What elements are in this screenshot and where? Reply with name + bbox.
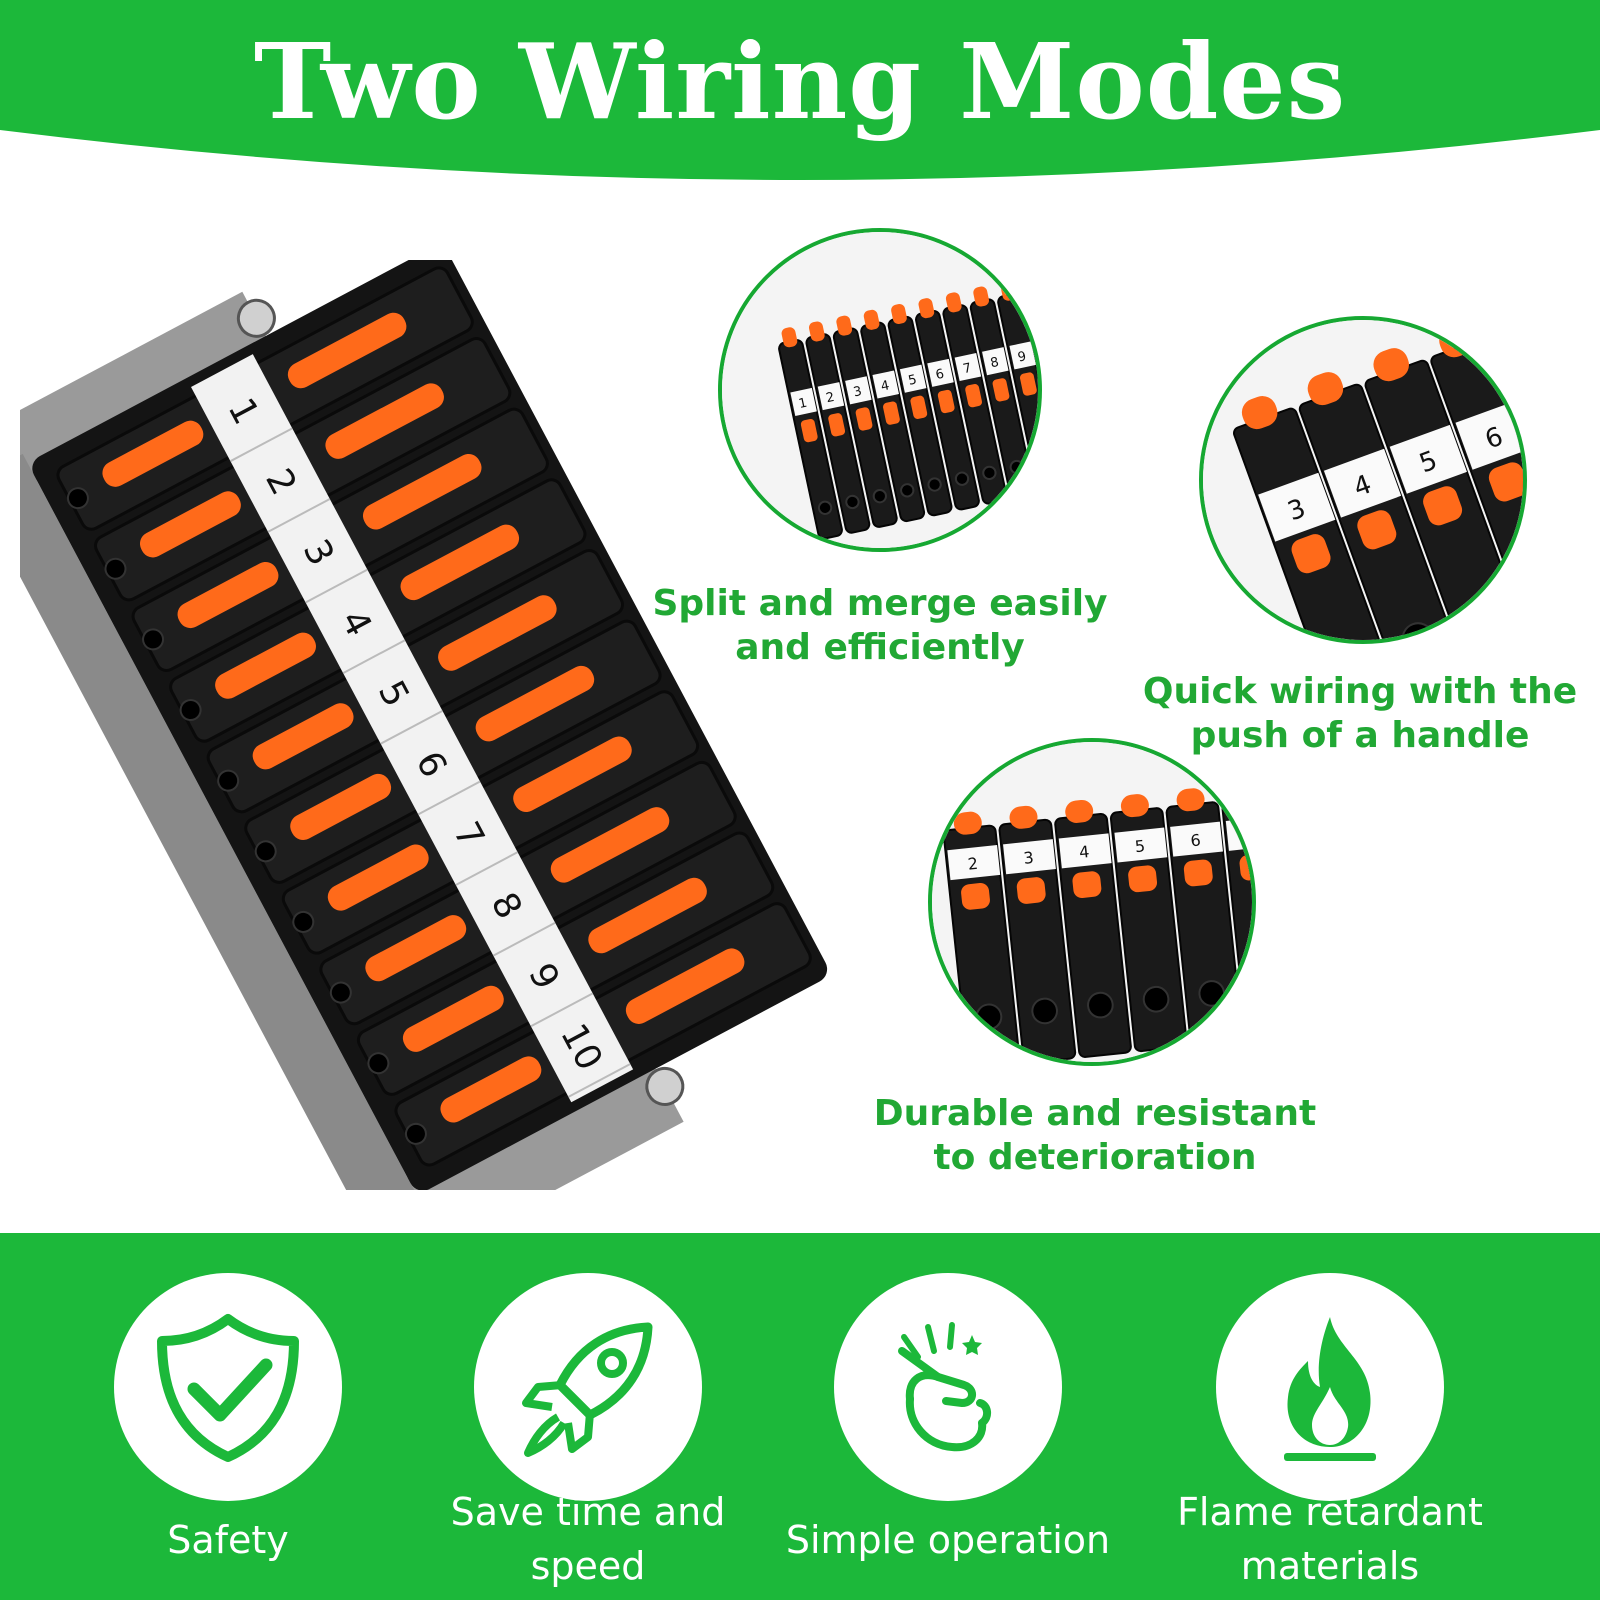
feature-circle bbox=[114, 1273, 342, 1501]
detail-circle-durable: 2 3 4 5 6 7 bbox=[928, 738, 1256, 1066]
terminal-label: 9 bbox=[1016, 349, 1027, 365]
flame-icon bbox=[1284, 1317, 1376, 1461]
lever-right bbox=[625, 948, 745, 1024]
header-banner: Two Wiring Modes bbox=[0, 0, 1600, 190]
terminal-label: 3 bbox=[1023, 848, 1035, 868]
lever-right bbox=[588, 877, 707, 954]
caption-quick-wiring: Quick wiring with the push of a handle bbox=[1142, 671, 1578, 756]
terminal-label: 8 bbox=[989, 355, 1000, 371]
rocket-icon bbox=[522, 1322, 653, 1457]
terminal-label: 6 bbox=[1190, 830, 1202, 850]
lever-right bbox=[362, 453, 482, 530]
terminal-label: 5 bbox=[1134, 836, 1146, 856]
terminal-label: 4 bbox=[1078, 842, 1090, 862]
lever-right bbox=[400, 524, 520, 601]
terminal-label: 2 bbox=[967, 854, 979, 874]
lever-left bbox=[177, 561, 279, 629]
caption-durable: Durable and resistant to deterioration bbox=[873, 1093, 1317, 1178]
lever-right bbox=[325, 383, 444, 459]
terminal-label: 1 bbox=[797, 396, 808, 412]
feature-circle bbox=[474, 1273, 702, 1501]
lever-right bbox=[438, 595, 557, 671]
terminal-label: 7 bbox=[962, 361, 973, 377]
lever-right bbox=[475, 665, 595, 742]
terminal-label: 3 bbox=[852, 384, 863, 400]
lever-left bbox=[327, 844, 429, 911]
lever-right bbox=[513, 736, 632, 813]
hand-snap-icon bbox=[898, 1322, 991, 1452]
lever-right bbox=[550, 807, 670, 883]
lever-left bbox=[102, 420, 204, 487]
terminal-label: 7 bbox=[1245, 825, 1252, 845]
features-bar: Safety Save time and speed bbox=[0, 1233, 1600, 1600]
feature-label: Simple operation bbox=[785, 1518, 1111, 1562]
shield-check-icon bbox=[157, 1314, 299, 1462]
lever-left bbox=[440, 1056, 542, 1123]
lever-left bbox=[215, 632, 316, 699]
page-title: Two Wiring Modes bbox=[253, 20, 1347, 143]
feature-circle bbox=[834, 1273, 1062, 1501]
feature-circle bbox=[1216, 1273, 1444, 1501]
feature-label: Save time and speed bbox=[450, 1490, 726, 1588]
feature-label: Flame retardant materials bbox=[1177, 1490, 1483, 1588]
terminal-label: 6 bbox=[934, 367, 945, 383]
lever-left bbox=[290, 773, 392, 840]
feature-label: Safety bbox=[167, 1518, 289, 1562]
lever-left bbox=[402, 985, 504, 1052]
header-curve-shape bbox=[0, 0, 1600, 180]
lever-right bbox=[287, 312, 407, 389]
terminal-label: 5 bbox=[907, 372, 918, 388]
lever-left bbox=[139, 491, 241, 558]
terminal-label: 4 bbox=[880, 378, 891, 394]
lever-left bbox=[365, 915, 467, 982]
lever-left bbox=[252, 703, 354, 770]
terminal-label: 2 bbox=[825, 390, 836, 406]
caption-split: Split and merge easily and efficiently bbox=[652, 583, 1108, 668]
